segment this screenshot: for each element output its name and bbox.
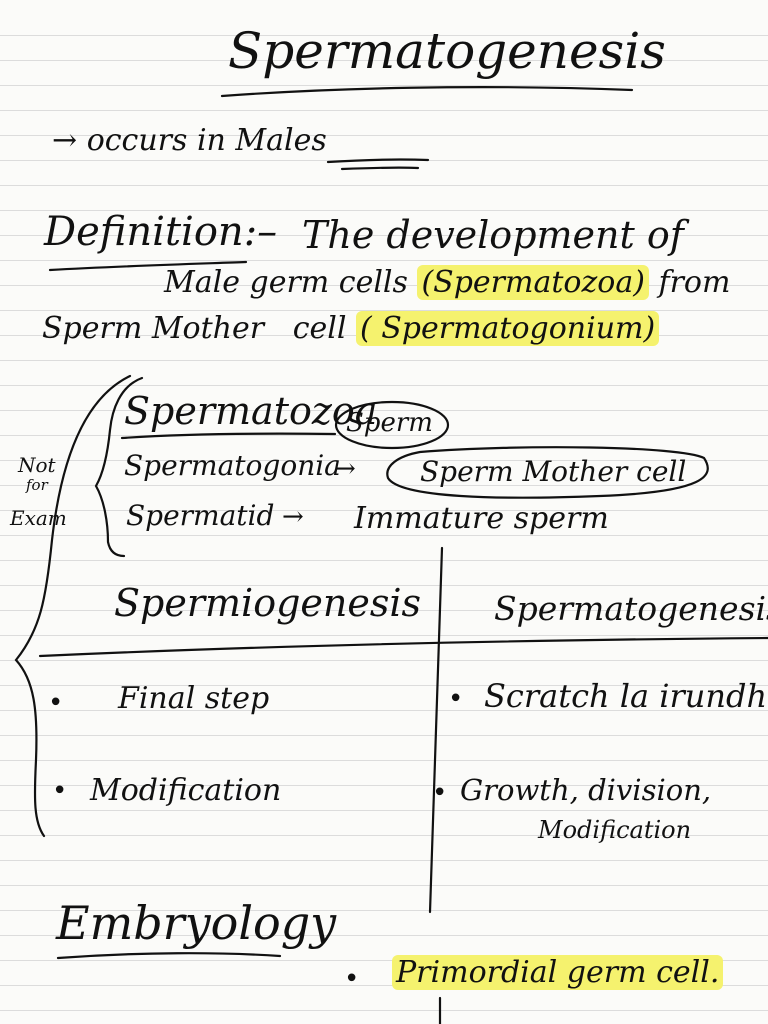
definition-label: Definition:– — [44, 209, 278, 255]
intro-keyword: Males — [235, 123, 327, 158]
comparison-left-header: Spermiogenesis — [114, 581, 422, 625]
title-underline — [220, 86, 634, 98]
right-bullet-1: • — [448, 684, 464, 714]
term-spermatogonia: Spermatogonia — [124, 449, 341, 482]
embryology-point: Primordial germ cell. — [392, 955, 724, 990]
males-double-underline — [340, 166, 420, 171]
outer-bracket — [14, 374, 132, 838]
right-point-2: Growth, division, — [460, 773, 712, 807]
right-point-2-cont: Modification — [538, 816, 692, 844]
males-underline — [326, 158, 430, 164]
spermatogonium-highlight: ( Spermatogonium) — [356, 311, 660, 346]
term-spermatid: Spermatid — [126, 499, 275, 532]
right-point-1: Scratch la irundhu — [484, 677, 768, 715]
left-bullet-1: • — [48, 688, 64, 718]
spermatozoa-highlight: (Spermatozoa) — [417, 265, 649, 300]
definition-line3-b: cell — [292, 311, 347, 346]
right-bullet-2: • — [432, 778, 448, 808]
side-note-not: Not — [18, 453, 56, 477]
primordial-germ-cell-highlight: Primordial germ cell. — [392, 955, 724, 990]
intro-text: occurs in — [86, 123, 226, 158]
page-title: Spermatogenesis — [228, 22, 666, 80]
comparison-hline — [38, 636, 768, 658]
term-spermatid-arrow: → — [282, 502, 304, 532]
intro-line: → occurs in Males — [52, 126, 327, 156]
left-point-2: Modification — [90, 773, 282, 808]
embryology-underline — [56, 952, 282, 960]
definition-line2-a: Male germ cells — [164, 265, 408, 300]
term-spermatozoa-meaning: Sperm — [346, 408, 433, 438]
definition-line1: The development of — [302, 213, 684, 257]
definition-line2: Male germ cells (Spermatozoa) from — [164, 265, 731, 300]
embryology-heading: Embryology — [56, 896, 337, 950]
term-spermatozoa: Spermatozoa — [124, 389, 378, 433]
term-spermatogonia-meaning: Sperm Mother cell — [420, 455, 687, 488]
definition-line3-a: Sperm Mother — [42, 311, 265, 346]
arrow-icon: → — [52, 123, 78, 158]
comparison-vline — [428, 546, 444, 914]
spermatozoa-underline — [120, 432, 337, 440]
left-point-1: Final step — [118, 681, 270, 716]
embryology-bullet: • — [344, 964, 360, 994]
side-note-exam: Exam — [10, 506, 67, 530]
definition-line2-b: from — [658, 265, 731, 300]
definition-line3: Sperm Mother cell ( Spermatogonium) — [42, 311, 660, 346]
term-spermatid-meaning: Immature sperm — [354, 501, 609, 536]
term-spermatogonia-arrow: → — [334, 454, 356, 484]
left-bullet-2: • — [52, 776, 68, 806]
comparison-right-header: Spermatogenesis — [494, 589, 768, 628]
side-note-for: for — [26, 476, 48, 494]
